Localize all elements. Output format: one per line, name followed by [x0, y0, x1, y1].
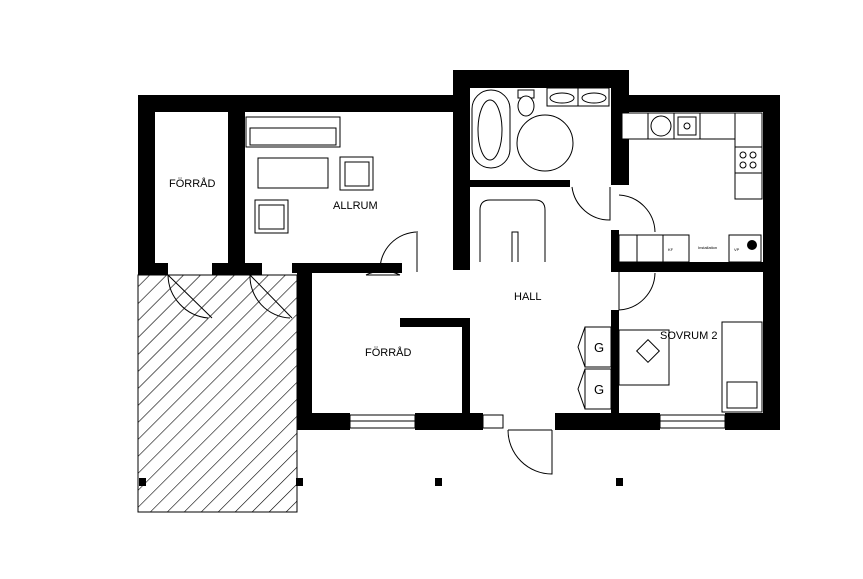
windows [349, 414, 726, 429]
stair-outline [479, 199, 546, 262]
bathroom-fixtures [471, 87, 610, 172]
room-label-storage-2: FÖRRÅD [365, 346, 412, 359]
kitchen-fixtures [618, 112, 763, 263]
column-markers [139, 478, 623, 486]
installation-label: Installation [698, 245, 717, 250]
room-label-living-room: ALLRUM [333, 200, 378, 212]
heat-pump-label: VP [734, 247, 740, 252]
wardrobe-label-1: G [594, 340, 604, 355]
bedroom-furniture [618, 321, 763, 413]
room-label-hall: HALL [514, 291, 542, 303]
patio-hatched [137, 274, 298, 513]
room-label-storage-1: FÖRRÅD [169, 177, 216, 190]
walls [138, 70, 780, 430]
room-label-bedroom-2: SOVRUM 2 [660, 330, 717, 342]
living-room-furniture [245, 116, 374, 234]
fridge-freezer-label: KF [668, 247, 674, 252]
doors [167, 186, 656, 475]
wardrobe-label-2: G [594, 382, 604, 397]
wardrobes [577, 326, 612, 410]
